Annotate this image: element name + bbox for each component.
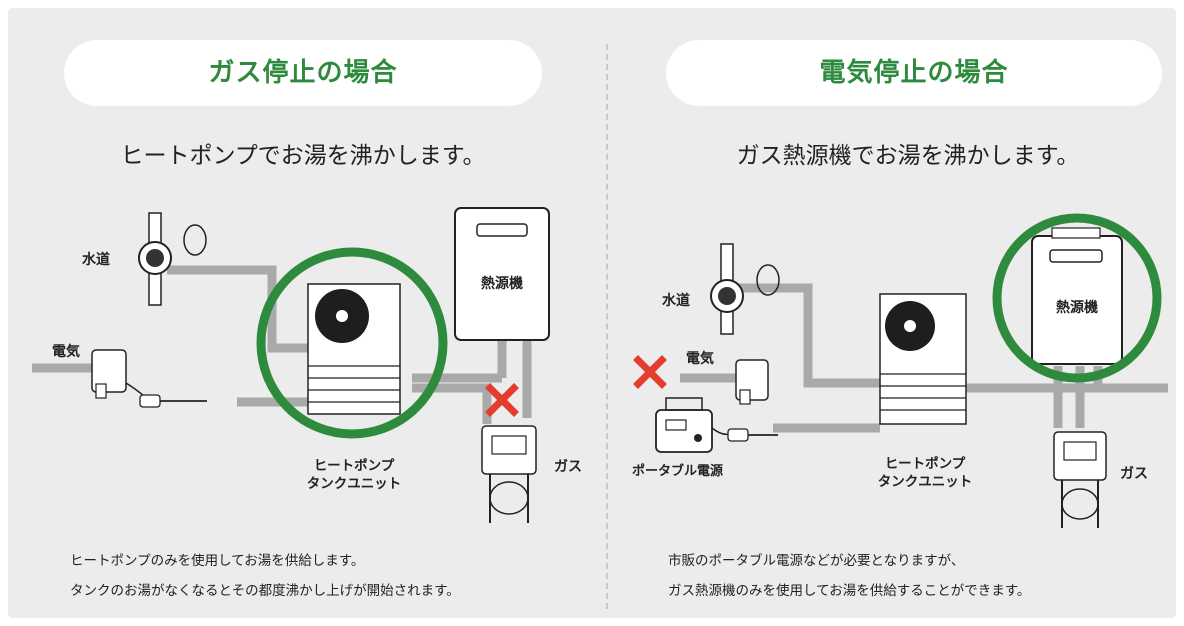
heat-pump-tank-unit xyxy=(307,283,401,415)
water-meter-icon xyxy=(710,243,780,335)
description-line: ガス熱源機のみを使用してお湯を供給することができます。 xyxy=(668,583,1031,599)
description-line: 市販のポータブル電源などが必要となりますが、 xyxy=(668,553,965,569)
water-label: 水道 xyxy=(662,292,690,309)
electric-label: 電気 xyxy=(686,350,714,367)
power-outage-diagram: 水道 電気 ポータブル電源 ヒートポ xyxy=(632,213,1168,528)
heat-source-unit xyxy=(454,207,550,341)
power-outlet-icon xyxy=(735,359,769,405)
power-outlet-icon xyxy=(91,349,151,403)
power-cable-icon xyxy=(727,428,778,442)
power-outage-description: 市販のポータブル電源などが必要となりますが、 ガス熱源機のみを使用してお湯を供給… xyxy=(668,546,1030,606)
gas-label: ガス xyxy=(554,459,582,475)
heat-pump-label-1: ヒートポンプ xyxy=(885,455,966,472)
diagram-canvas: ガス停止の場合 ヒートポンプでお湯を沸かします。 水道 電気 xyxy=(8,8,1176,618)
gas-outage-description: ヒートポンプのみを使用してお湯を供給します。 タンクのお湯がなくなるとその都度沸… xyxy=(70,546,460,606)
heat-pump-label-1: ヒートポンプ xyxy=(314,457,395,474)
heat-pump-label-2: タンクユニット xyxy=(878,474,973,490)
water-meter-icon xyxy=(138,212,207,306)
gas-outage-diagram: 水道 電気 ヒートポンプ タンクユニット 熱源 xyxy=(32,207,582,523)
gas-outage-subheading: ヒートポンプでお湯を沸かします。 xyxy=(120,143,486,169)
heat-source-unit xyxy=(1031,227,1123,365)
gas-label: ガス xyxy=(1120,466,1148,482)
power-outage-heading-text: 電気停止の場合 xyxy=(819,58,1009,88)
heat-pump-tank-unit xyxy=(879,293,967,425)
gas-meter-icon xyxy=(1053,431,1107,528)
description-line: タンクのお湯がなくなるとその都度沸かし上げが開始されます。 xyxy=(70,583,460,599)
power-outage-heading: 電気停止の場合 xyxy=(666,40,1162,106)
gas-meter-icon xyxy=(481,425,537,523)
heat-source-label: 熱源機 xyxy=(1056,299,1098,316)
cross-icon xyxy=(633,355,667,389)
highlight-circle xyxy=(992,213,1162,383)
description-line: ヒートポンプのみを使用してお湯を供給します。 xyxy=(70,553,365,569)
heat-source-label: 熱源機 xyxy=(481,275,523,292)
heat-pump-label-2: タンクユニット xyxy=(307,476,402,492)
cross-icon xyxy=(485,383,519,417)
power-cable-icon xyxy=(139,394,207,408)
portable-power-icon xyxy=(655,397,731,453)
portable-power-label: ポータブル電源 xyxy=(632,463,723,479)
power-outage-subheading: ガス熱源機でお湯を沸かします。 xyxy=(736,143,1080,169)
gas-outage-heading-text: ガス停止の場合 xyxy=(208,58,398,88)
panel-divider xyxy=(606,44,608,609)
water-label: 水道 xyxy=(82,251,110,268)
gas-outage-heading: ガス停止の場合 xyxy=(64,40,542,106)
highlight-circle xyxy=(256,247,448,439)
electric-label: 電気 xyxy=(52,343,80,360)
pipes xyxy=(680,283,1168,433)
